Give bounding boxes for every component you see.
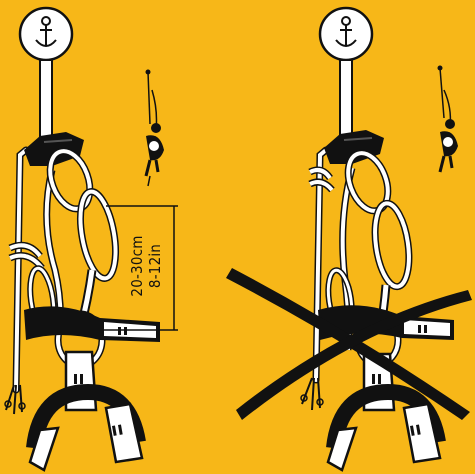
distance-imperial-label: 8-12in	[146, 244, 164, 288]
distance-metric-label: 20-30cm	[128, 235, 146, 296]
anchor-icon	[20, 8, 72, 60]
anchor-strap	[40, 60, 52, 146]
anchor-icon	[320, 8, 372, 60]
